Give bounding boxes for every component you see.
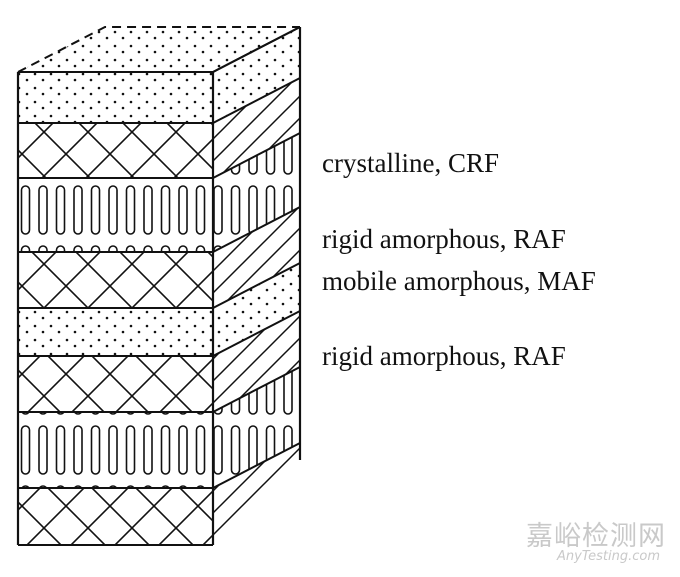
watermark-chinese: 嘉峪检测网 — [526, 521, 666, 552]
front-layer-crosshatch — [18, 123, 213, 178]
front-layer-crosshatch — [18, 252, 213, 308]
label-rigid-amorphous-raf-upper: rigid amorphous, RAF — [322, 224, 566, 254]
side-layer-dotted — [213, 263, 300, 356]
side-boundary-3 — [212, 206, 301, 253]
side-boundary-6 — [212, 366, 301, 413]
label-crystalline-crf: crystalline, CRF — [322, 148, 499, 178]
side-boundary-7 — [212, 442, 301, 489]
front-layer-dotted — [18, 308, 213, 356]
side-layer-crosshatch — [213, 311, 300, 412]
front-face — [18, 72, 213, 545]
side-boundary-2 — [212, 132, 301, 179]
front-layer-ribbed — [18, 412, 213, 488]
side-boundary-1 — [212, 77, 301, 124]
label-rigid-amorphous-raf-lower: rigid amorphous, RAF — [322, 341, 566, 371]
side-layer-crosshatch — [213, 207, 300, 308]
side-boundary-4 — [212, 262, 301, 309]
front-layer-ribbed — [18, 178, 213, 252]
side-face — [213, 27, 300, 545]
label-mobile-amorphous-maf: mobile amorphous, MAF — [322, 266, 596, 296]
top-face-front-edge — [212, 26, 301, 73]
side-layer-ribbed — [213, 367, 300, 488]
side-layer-dotted — [213, 27, 300, 123]
side-layer-crosshatch — [213, 78, 300, 178]
side-layer-crosshatch — [213, 443, 300, 545]
side-boundary-5 — [212, 310, 301, 357]
side-layer-ribbed — [213, 133, 300, 252]
top-face-dashed-edge — [17, 26, 300, 73]
front-layer-crosshatch — [18, 356, 213, 412]
watermark-english: AnyTesting.com — [556, 549, 660, 564]
top-face — [18, 27, 300, 72]
front-layer-dotted — [18, 72, 213, 123]
front-layer-crosshatch — [18, 488, 213, 545]
